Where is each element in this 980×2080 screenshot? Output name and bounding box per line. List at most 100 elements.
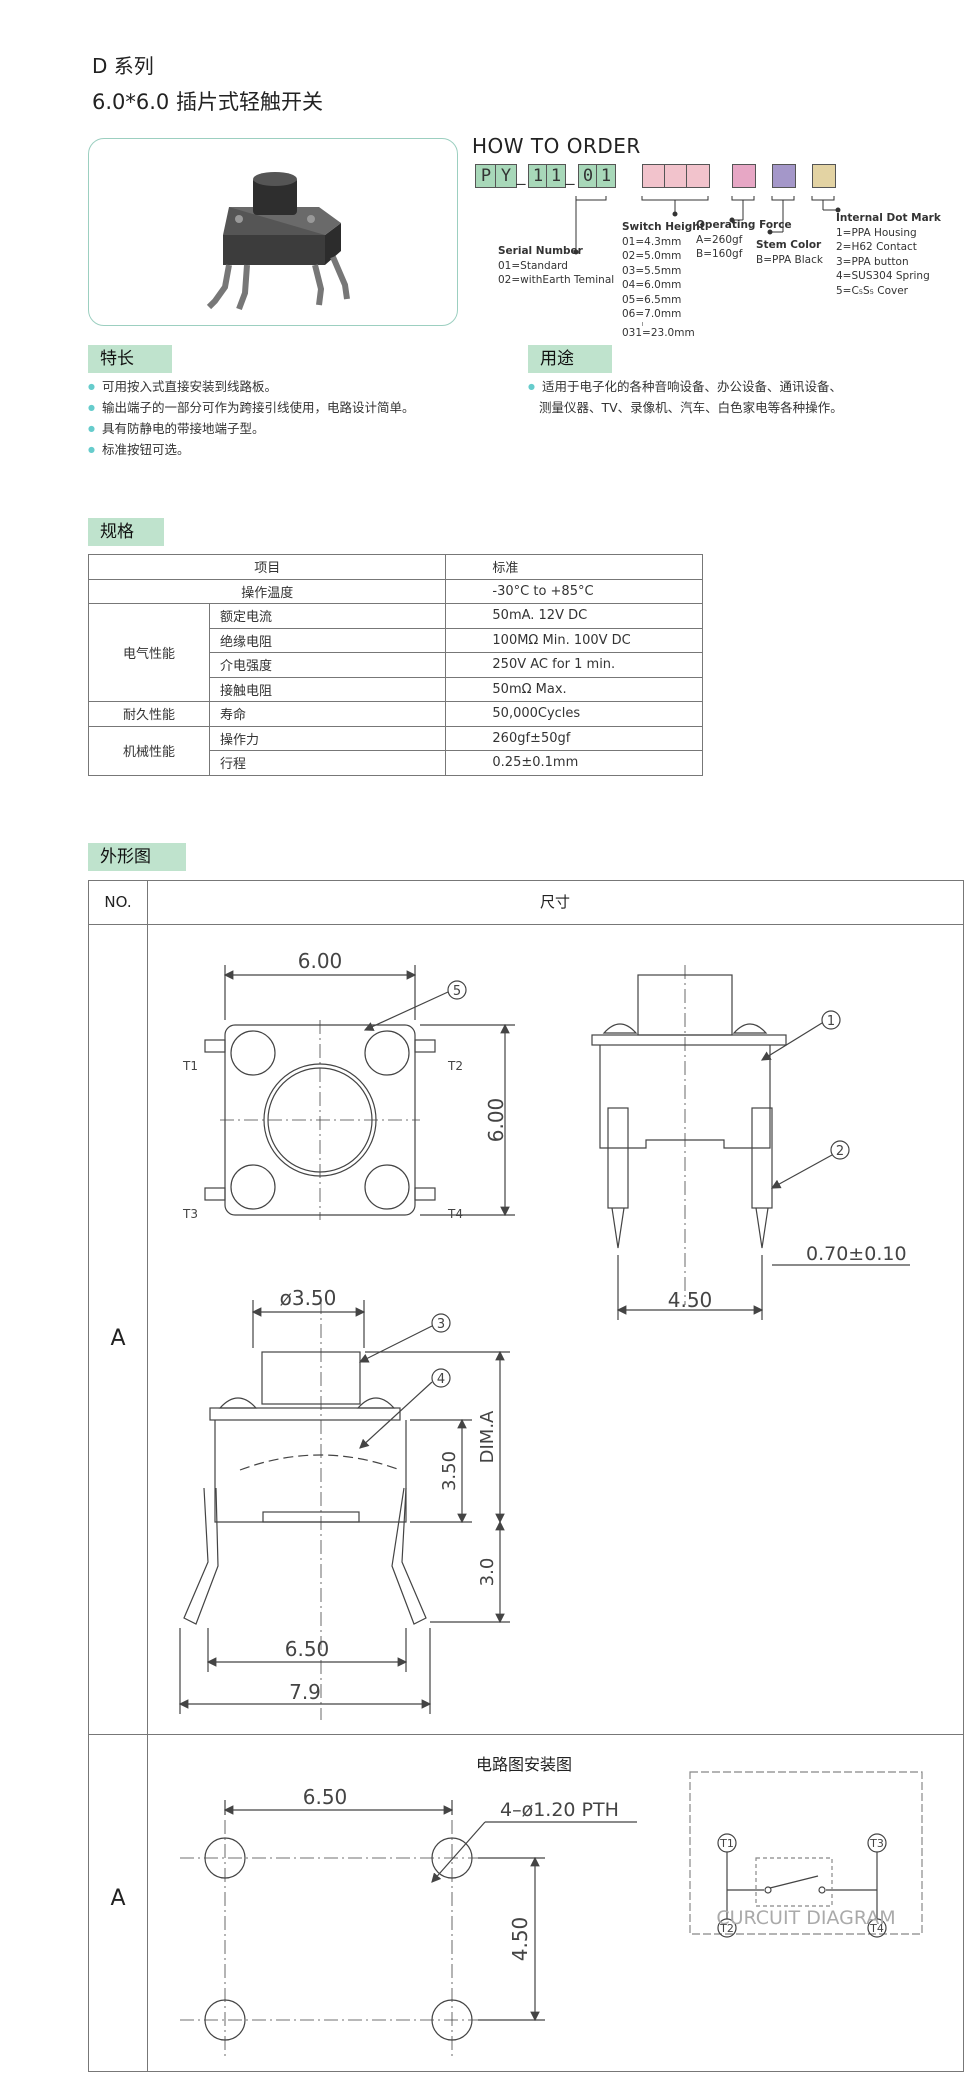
table-row: 项目 标准 <box>87 554 703 580</box>
dot-code-box <box>812 164 836 188</box>
table-row: 行程 0.25±0.1mm <box>89 750 703 776</box>
height-line: 03=5.5mm <box>622 264 682 277</box>
code-char: Y <box>495 164 517 188</box>
front-view <box>178 1300 510 1720</box>
balloon-label: 5 <box>453 984 461 999</box>
terminal-label: T1 <box>719 1837 734 1850</box>
height-code-box <box>664 164 688 188</box>
force-code-box <box>732 164 756 188</box>
spec-value: 250V AC for 1 min. <box>445 652 703 678</box>
balloon-label: 2 <box>836 1144 844 1159</box>
serial-number-legend: Serial Number 01=Standard 02=withEarth T… <box>498 244 614 288</box>
serial-line: 01=Standard <box>498 259 568 272</box>
height-code-box <box>686 164 710 188</box>
dot-line: 4=SUS304 Spring <box>836 270 930 282</box>
switch-photo <box>206 172 350 311</box>
usage-line: 测量仪器、TV、录像机、汽车、白色家电等各种操作。 <box>539 400 843 415</box>
feature-item: 具有防静电的带接地端子型。 <box>88 418 415 439</box>
terminal-label: T2 <box>719 1922 734 1935</box>
dim-label: 6.00 <box>298 949 343 973</box>
col-no-header: NO. <box>104 893 132 911</box>
spec-item: 接触电阻 <box>208 676 447 702</box>
balloon-label: 1 <box>827 1014 835 1029</box>
balloon-label: 4 <box>437 1372 445 1387</box>
usage-tag: 用途 <box>528 345 612 373</box>
dim-label: ø3.50 <box>280 1286 337 1310</box>
spec-value: 50mA. 12V DC <box>445 603 703 629</box>
stem-line: B=PPA Black <box>756 253 823 266</box>
how-to-order-heading: HOW TO ORDER <box>472 134 641 158</box>
dim-label: 4.50 <box>668 1288 713 1312</box>
stem-title: Stem Color <box>756 239 822 251</box>
terminal-label: T4 <box>447 1207 463 1221</box>
code-char: 1 <box>596 164 616 188</box>
dim-label: 4.50 <box>508 1917 532 1962</box>
spec-value: 100MΩ Min. 100V DC <box>445 627 703 653</box>
spec-value: -30°C to +85°C <box>445 578 703 604</box>
code-separator: – <box>516 174 526 193</box>
table-row: 电气性能 额定电流 50mA. 12V DC <box>88 603 703 702</box>
pcb-layout <box>180 1800 637 2060</box>
terminal-label: T1 <box>182 1059 198 1073</box>
dim-label: 6.50 <box>285 1637 330 1661</box>
operating-force-legend: Operating Force A=260gf B=160gf <box>696 218 792 262</box>
row-no: A <box>110 1886 126 1911</box>
row-no: A <box>110 1326 126 1351</box>
code-separator: – <box>565 174 575 193</box>
height-title: Switch Height <box>622 221 705 233</box>
feature-item: 输出端子的一部分可作为跨接引线使用，电路设计简单。 <box>88 397 415 418</box>
dot-title: Internal Dot Mark <box>836 212 941 224</box>
dim-label: 3.50 <box>439 1451 460 1491</box>
series-label: D 系列 <box>92 54 154 78</box>
dot-line: 1=PPA Housing <box>836 226 917 239</box>
spec-item: 操作力 <box>208 725 447 751</box>
spec-group: 机械性能 <box>88 725 210 776</box>
spec-table: 项目 标准 操作温度 -30°C to +85°C 电气性能 额定电流 50mA… <box>87 554 703 776</box>
features-tag: 特长 <box>88 345 172 373</box>
circuit-diagram <box>689 1771 923 1938</box>
outline-table: NO. 尺寸 A A <box>88 880 964 2072</box>
feature-item: 标准按钮可选。 <box>88 439 415 460</box>
force-title: Operating Force <box>696 219 792 231</box>
spec-head-standard: 标准 <box>445 554 703 580</box>
col-dim-header: 尺寸 <box>539 893 570 911</box>
circuit-label: CURCUIT DIAGRAM <box>716 1907 895 1929</box>
dim-label: 6.00 <box>484 1098 508 1143</box>
top-view <box>204 965 515 1220</box>
spec-item: 行程 <box>208 750 447 776</box>
serial-line: 02=withEarth Teminal <box>498 274 615 286</box>
code-char: 1 <box>546 164 566 188</box>
height-code-box <box>642 164 666 188</box>
spec-item: 额定电流 <box>208 603 447 629</box>
dim-label: 4–ø1.20 PTH <box>500 1799 619 1821</box>
switch-height-legend: Switch Height 01=4.3mm 02=5.0mm 03=5.5mm… <box>622 220 705 340</box>
dim-label: 6.50 <box>303 1785 348 1809</box>
pcb-title: 电路图安装图 <box>476 1755 572 1774</box>
terminal-label: T3 <box>182 1207 198 1221</box>
serial-title: Serial Number <box>498 245 583 257</box>
height-line: 02=5.0mm <box>622 250 682 262</box>
force-line: A=260gf <box>696 233 743 246</box>
stem-color-legend: Stem Color B=PPA Black <box>756 238 823 267</box>
height-line: 04=6.0mm <box>622 279 682 291</box>
dim-label: DIM.A <box>477 1410 498 1463</box>
spec-value: 0.25±0.1mm <box>445 750 703 776</box>
dim-label: 7.9 <box>289 1680 321 1704</box>
spec-value: 260gf±50gf <box>445 725 703 751</box>
spec-tag: 规格 <box>88 518 164 546</box>
table-row: 接触电阻 50mΩ Max. <box>89 676 703 702</box>
product-title: 6.0*6.0 插片式轻触开关 <box>92 90 323 114</box>
order-leader-lines <box>573 196 841 255</box>
features-list: 可用按入式直接安装到线路板。 输出端子的一部分可作为跨接引线使用，电路设计简单。… <box>88 376 415 460</box>
dot-mark-legend: Internal Dot Mark 1=PPA Housing 2=H62 Co… <box>836 211 941 298</box>
terminal-label: T2 <box>447 1059 463 1073</box>
table-row: 操作温度 -30°C to +85°C <box>87 578 703 604</box>
height-line: 01=4.3mm <box>622 235 682 248</box>
outline-tag: 外形图 <box>88 843 186 871</box>
dot-line: 3=PPA button <box>836 255 909 268</box>
product-photo-frame <box>88 138 458 326</box>
table-row: 介电强度 250V AC for 1 min. <box>89 652 703 678</box>
dot-line: 5=C₅S₅ Cover <box>836 284 908 297</box>
table-row: 机械性能 操作力 260gf±50gf <box>88 725 703 776</box>
